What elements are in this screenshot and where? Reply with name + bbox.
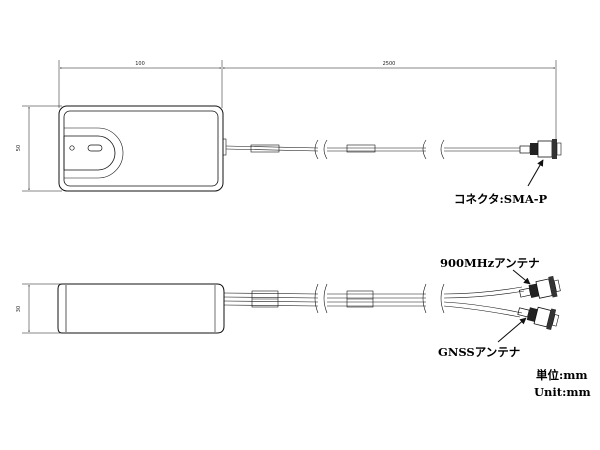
top-view: 100 2500 50 (16, 60, 562, 206)
sma-connector-top (519, 139, 562, 159)
antenna-body-top (58, 105, 227, 192)
connector-label: コネクタ:SMA-P (454, 192, 548, 206)
unit-label-en: Unit:mm (534, 385, 591, 399)
antenna-900-callout: 900MHzアンテナ (440, 256, 540, 285)
cable-side (223, 283, 525, 318)
unit-note: 単位:mm Unit:mm (534, 368, 591, 399)
cable-top (225, 139, 520, 160)
dimension-side-height: 30 (16, 283, 62, 334)
sma-connector-gnss (517, 306, 560, 331)
dimension-top-height: 50 (16, 105, 62, 192)
dimension-label-height: 50 (16, 145, 22, 151)
unit-label-jp: 単位:mm (536, 368, 588, 382)
side-view: 30 (16, 256, 561, 359)
dimension-label-side-height: 30 (16, 306, 22, 312)
dimension-label-cable-length: 2500 (383, 61, 396, 67)
antenna-body-side (57, 283, 225, 334)
antenna-900-label: 900MHzアンテナ (440, 256, 540, 270)
dimension-top-width: 100 (58, 60, 223, 108)
dimension-label-width: 100 (135, 61, 145, 67)
antenna-gnss-label: GNSSアンテナ (438, 345, 520, 359)
connector-callout: コネクタ:SMA-P (454, 159, 548, 206)
dimension-cable-length: 2500 (222, 60, 557, 140)
antenna-gnss-callout: GNSSアンテナ (438, 317, 527, 359)
sma-connector-900mhz (518, 275, 561, 299)
